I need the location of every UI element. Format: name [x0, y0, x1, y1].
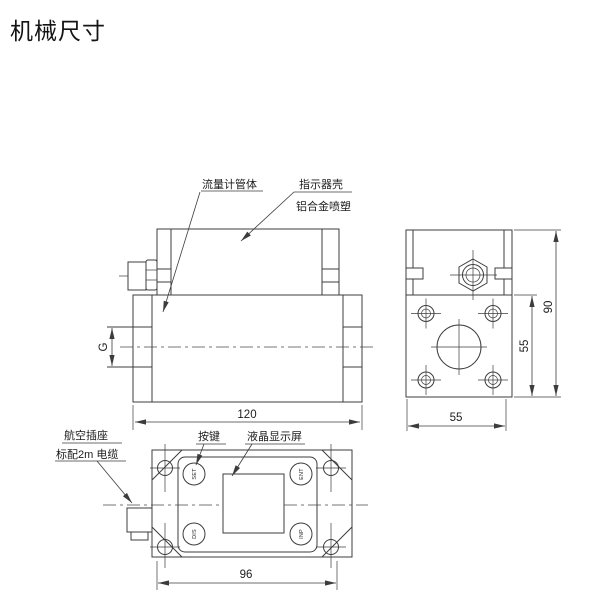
indicator-face-outline	[151, 449, 353, 558]
corner-chamfer	[151, 526, 183, 558]
keypad: SET ENT DIS INP	[182, 462, 313, 546]
dimension-flange-height-55: 55	[514, 294, 537, 396]
button-dis[interactable]	[182, 522, 206, 546]
bolt-hole-inner	[421, 308, 431, 319]
dimension-width-55: 55	[406, 399, 507, 431]
mounting-holes	[150, 444, 346, 568]
leader-line	[162, 191, 201, 313]
bore-circle	[436, 324, 482, 370]
button-set[interactable]	[182, 462, 206, 486]
cable-gland-end-view	[450, 250, 497, 300]
dim-length-text: 120	[237, 409, 256, 421]
dimension-length-120: 120	[132, 405, 363, 430]
leader-indicator-shell: 指示器壳 铝合金喷塑	[240, 177, 352, 242]
fitting-outer-circle	[462, 264, 484, 286]
mounting-hole	[323, 460, 339, 476]
lcd-display	[222, 473, 285, 534]
leader-flow-body: 流量计管体	[162, 177, 263, 313]
leader-line	[240, 191, 295, 242]
bolt-hole-inner	[421, 375, 431, 385]
dim-port-thread-text: G	[98, 342, 110, 351]
dim-width-text: 55	[450, 412, 463, 424]
dimension-width-96: 96	[156, 561, 338, 590]
connector-cable-exit	[130, 531, 149, 541]
right-notch	[494, 267, 513, 280]
cable-gland-fitting	[119, 259, 158, 291]
flow-tube-outline	[132, 294, 363, 403]
leader-lcd: 液晶显示屏	[231, 429, 305, 477]
fitting-hex-nut	[145, 259, 158, 291]
aviation-connector	[126, 507, 153, 541]
bolt-hole	[417, 371, 435, 389]
leader-line	[96, 460, 133, 504]
button-inp-label: INP	[299, 529, 305, 539]
corner-chamfer	[321, 449, 353, 481]
fitting-inner-circle	[465, 267, 481, 283]
side-view: G 流量计管体 指示器壳 铝合金喷塑 120	[98, 177, 374, 430]
button-inp[interactable]	[289, 522, 313, 546]
button-ent-label: ENT	[299, 468, 305, 480]
end-view: 55 90 55	[405, 229, 561, 431]
button-set-label: SET	[192, 468, 198, 480]
dim-width-96-text: 96	[240, 569, 253, 581]
connector-label-2: 标配2m 电缆	[56, 447, 118, 461]
page-title: 机械尺寸	[10, 18, 106, 44]
indicator-shell-label: 指示器壳	[299, 177, 343, 191]
bottom-view: SET ENT DIS INP 航空插座 标配2m 电缆	[55, 428, 368, 590]
leader-line	[195, 443, 205, 466]
dim-flange-height-text: 55	[519, 340, 531, 353]
bolt-holes	[411, 298, 508, 395]
connector-body	[126, 507, 153, 533]
end-view-outline	[405, 229, 513, 398]
center-bore	[431, 319, 487, 375]
indicator-material-label: 铝合金喷塑	[296, 199, 351, 213]
front-panel-outline	[177, 456, 318, 553]
mounting-hole	[323, 539, 339, 555]
connector-label-1: 航空插座	[64, 428, 108, 442]
bolt-hole-inner	[488, 375, 498, 385]
dimension-port-thread: G	[98, 328, 115, 366]
mounting-hole	[157, 460, 173, 476]
left-notch	[405, 267, 424, 280]
keys-label: 按键	[198, 429, 220, 443]
indicator-housing-outline	[156, 228, 340, 296]
button-dis-label: DIS	[192, 529, 198, 539]
button-ent[interactable]	[289, 462, 313, 486]
bolt-hole-inner	[488, 308, 498, 319]
leader-keys: 按键	[195, 429, 226, 466]
housing-left-notch	[156, 268, 172, 283]
leader-connector: 航空插座 标配2m 电缆	[55, 428, 133, 504]
bolt-hole	[417, 305, 435, 322]
corner-chamfer	[151, 449, 183, 481]
flow-body-label: 流量计管体	[202, 177, 257, 191]
bolt-hole	[484, 371, 502, 389]
mounting-hole	[157, 539, 173, 555]
bolt-hole	[484, 305, 502, 322]
dimension-overall-height-90: 90	[514, 229, 561, 398]
hex-nut-outline	[458, 258, 488, 292]
housing-right-notch	[321, 268, 340, 283]
dim-overall-height-text: 90	[543, 301, 555, 314]
leader-line	[231, 443, 253, 477]
lcd-label: 液晶显示屏	[247, 429, 302, 443]
fitting-body	[127, 261, 147, 291]
